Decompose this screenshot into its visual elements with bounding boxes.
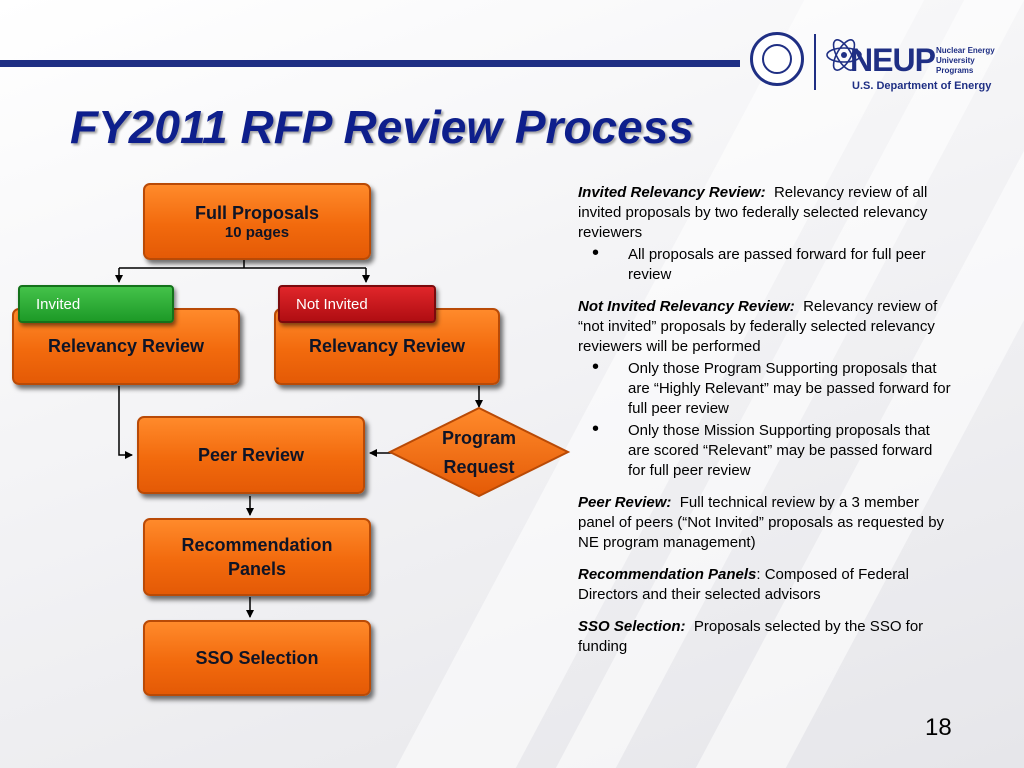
- full-proposals-pages: 10 pages: [224, 223, 290, 241]
- doe-name: U.S. Department of Energy: [852, 80, 992, 92]
- recommendation-description: Recommendation Panels: Composed of Feder…: [578, 566, 909, 603]
- list-item: Only those Mission Supporting proposals …: [578, 419, 953, 481]
- arrow-left-review-to-peer: [118, 386, 133, 459]
- program-request-label: Program Request: [441, 428, 517, 477]
- full-proposals-box: Full Proposals 10 pages: [143, 183, 371, 260]
- list-item: All proposals are passed forward for ful…: [578, 243, 953, 285]
- peer-review-label: Peer Review: [197, 444, 305, 465]
- sso-description: SSO Selection: Proposals selected by the…: [578, 618, 924, 655]
- list-item: Only those Program Supporting proposals …: [578, 357, 953, 419]
- peer-review-description: Peer Review: Full technical review by a …: [578, 494, 945, 551]
- peer-review-box: Peer Review: [137, 416, 365, 494]
- program-request-diamond: [387, 406, 571, 498]
- neup-wordmark: NEUP: [850, 42, 936, 78]
- full-proposals-label: Full Proposals: [194, 202, 320, 223]
- not-invited-description: Not Invited Relevancy Review: Relevancy …: [578, 298, 938, 355]
- invited-bullets: All proposals are passed forward for ful…: [578, 243, 953, 285]
- atom-icon: [826, 39, 862, 71]
- process-descriptions: Invited Relevancy Review: Relevancy revi…: [578, 183, 953, 669]
- title-bar-line: [0, 60, 740, 67]
- slide-title: FY2011 RFP Review Process: [70, 101, 694, 153]
- page-number: 18: [925, 714, 952, 741]
- recommendation-panels-line2: Panels: [227, 559, 287, 579]
- logo-divider: [814, 34, 816, 90]
- invited-tag: Invited: [18, 285, 174, 323]
- doe-seal-icon: [750, 32, 804, 86]
- sso-selection-label: SSO Selection: [195, 647, 319, 668]
- not-invited-tag: Not Invited: [278, 285, 436, 323]
- invited-description: Invited Relevancy Review: Relevancy revi…: [578, 184, 928, 241]
- relevancy-review-not-invited-label: Relevancy Review: [308, 336, 466, 356]
- sso-selection-box: SSO Selection: [143, 620, 371, 696]
- relevancy-review-invited-label: Relevancy Review: [47, 336, 205, 356]
- recommendation-panels-box: Recommendation Panels: [143, 518, 371, 596]
- not-invited-bullets: Only those Program Supporting proposals …: [578, 357, 953, 481]
- recommendation-panels-line1: Recommendation: [181, 535, 333, 555]
